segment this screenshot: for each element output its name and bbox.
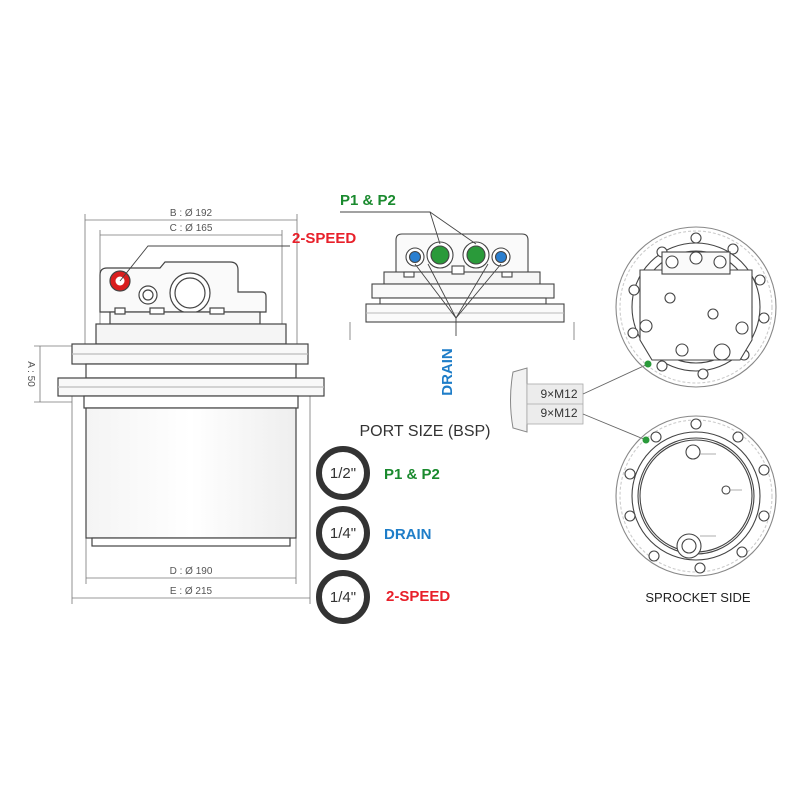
two-speed-leader: [119, 245, 290, 282]
sprocket-bolt-marker: [642, 436, 650, 444]
dimension-a-label: A : 50: [25, 361, 36, 387]
port-size-row-1: 1/2" P1 & P2: [316, 446, 440, 500]
dimension-b-line: [84, 214, 298, 350]
bolt-leader-bottom: [582, 413, 647, 441]
two-speed-callout: 2-SPEED: [292, 230, 356, 247]
dimension-b-label: B : Ø 192: [170, 208, 213, 219]
sprocket-drum: [85, 407, 297, 539]
drain-callout: DRAIN: [439, 348, 456, 396]
port-size-title: PORT SIZE (BSP): [360, 423, 491, 440]
sprocket-side-label: SPROCKET SIDE: [645, 590, 751, 605]
port-size-label-1: P1 & P2: [384, 466, 440, 483]
port-size-ring-2: 1/4": [330, 525, 356, 542]
port-size-label-3: 2-SPEED: [386, 588, 450, 605]
bolt-spec-bottom: 9×M12: [540, 406, 577, 420]
port-size-ring-3: 1/4": [330, 589, 356, 606]
dimension-d-label: D : Ø 190: [170, 566, 213, 577]
port-size-label-2: DRAIN: [384, 526, 432, 543]
dimension-e-line: [71, 395, 311, 604]
port-size-ring-1: 1/2": [330, 465, 356, 482]
bolt-icon: [510, 367, 584, 433]
port-size-row-3: 1/4" 2-SPEED: [316, 570, 450, 624]
side-view-motor: [34, 214, 325, 604]
p1p2-callout: P1 & P2: [340, 192, 396, 209]
dimension-c-label: C : Ø 165: [170, 223, 213, 234]
motor-flange-view: [615, 226, 777, 388]
dimension-a-line: [34, 345, 72, 403]
dimension-e-label: E : Ø 215: [170, 586, 213, 597]
port-size-row-2: 1/4" DRAIN: [316, 506, 432, 560]
bolt-leader-top: [582, 363, 649, 395]
bolt-spec-top: 9×M12: [540, 387, 577, 401]
upper-flange: [95, 323, 287, 345]
port-detail-view: [349, 233, 575, 340]
sprocket-side-view: [615, 415, 777, 577]
flange-bolt-marker: [644, 360, 652, 368]
